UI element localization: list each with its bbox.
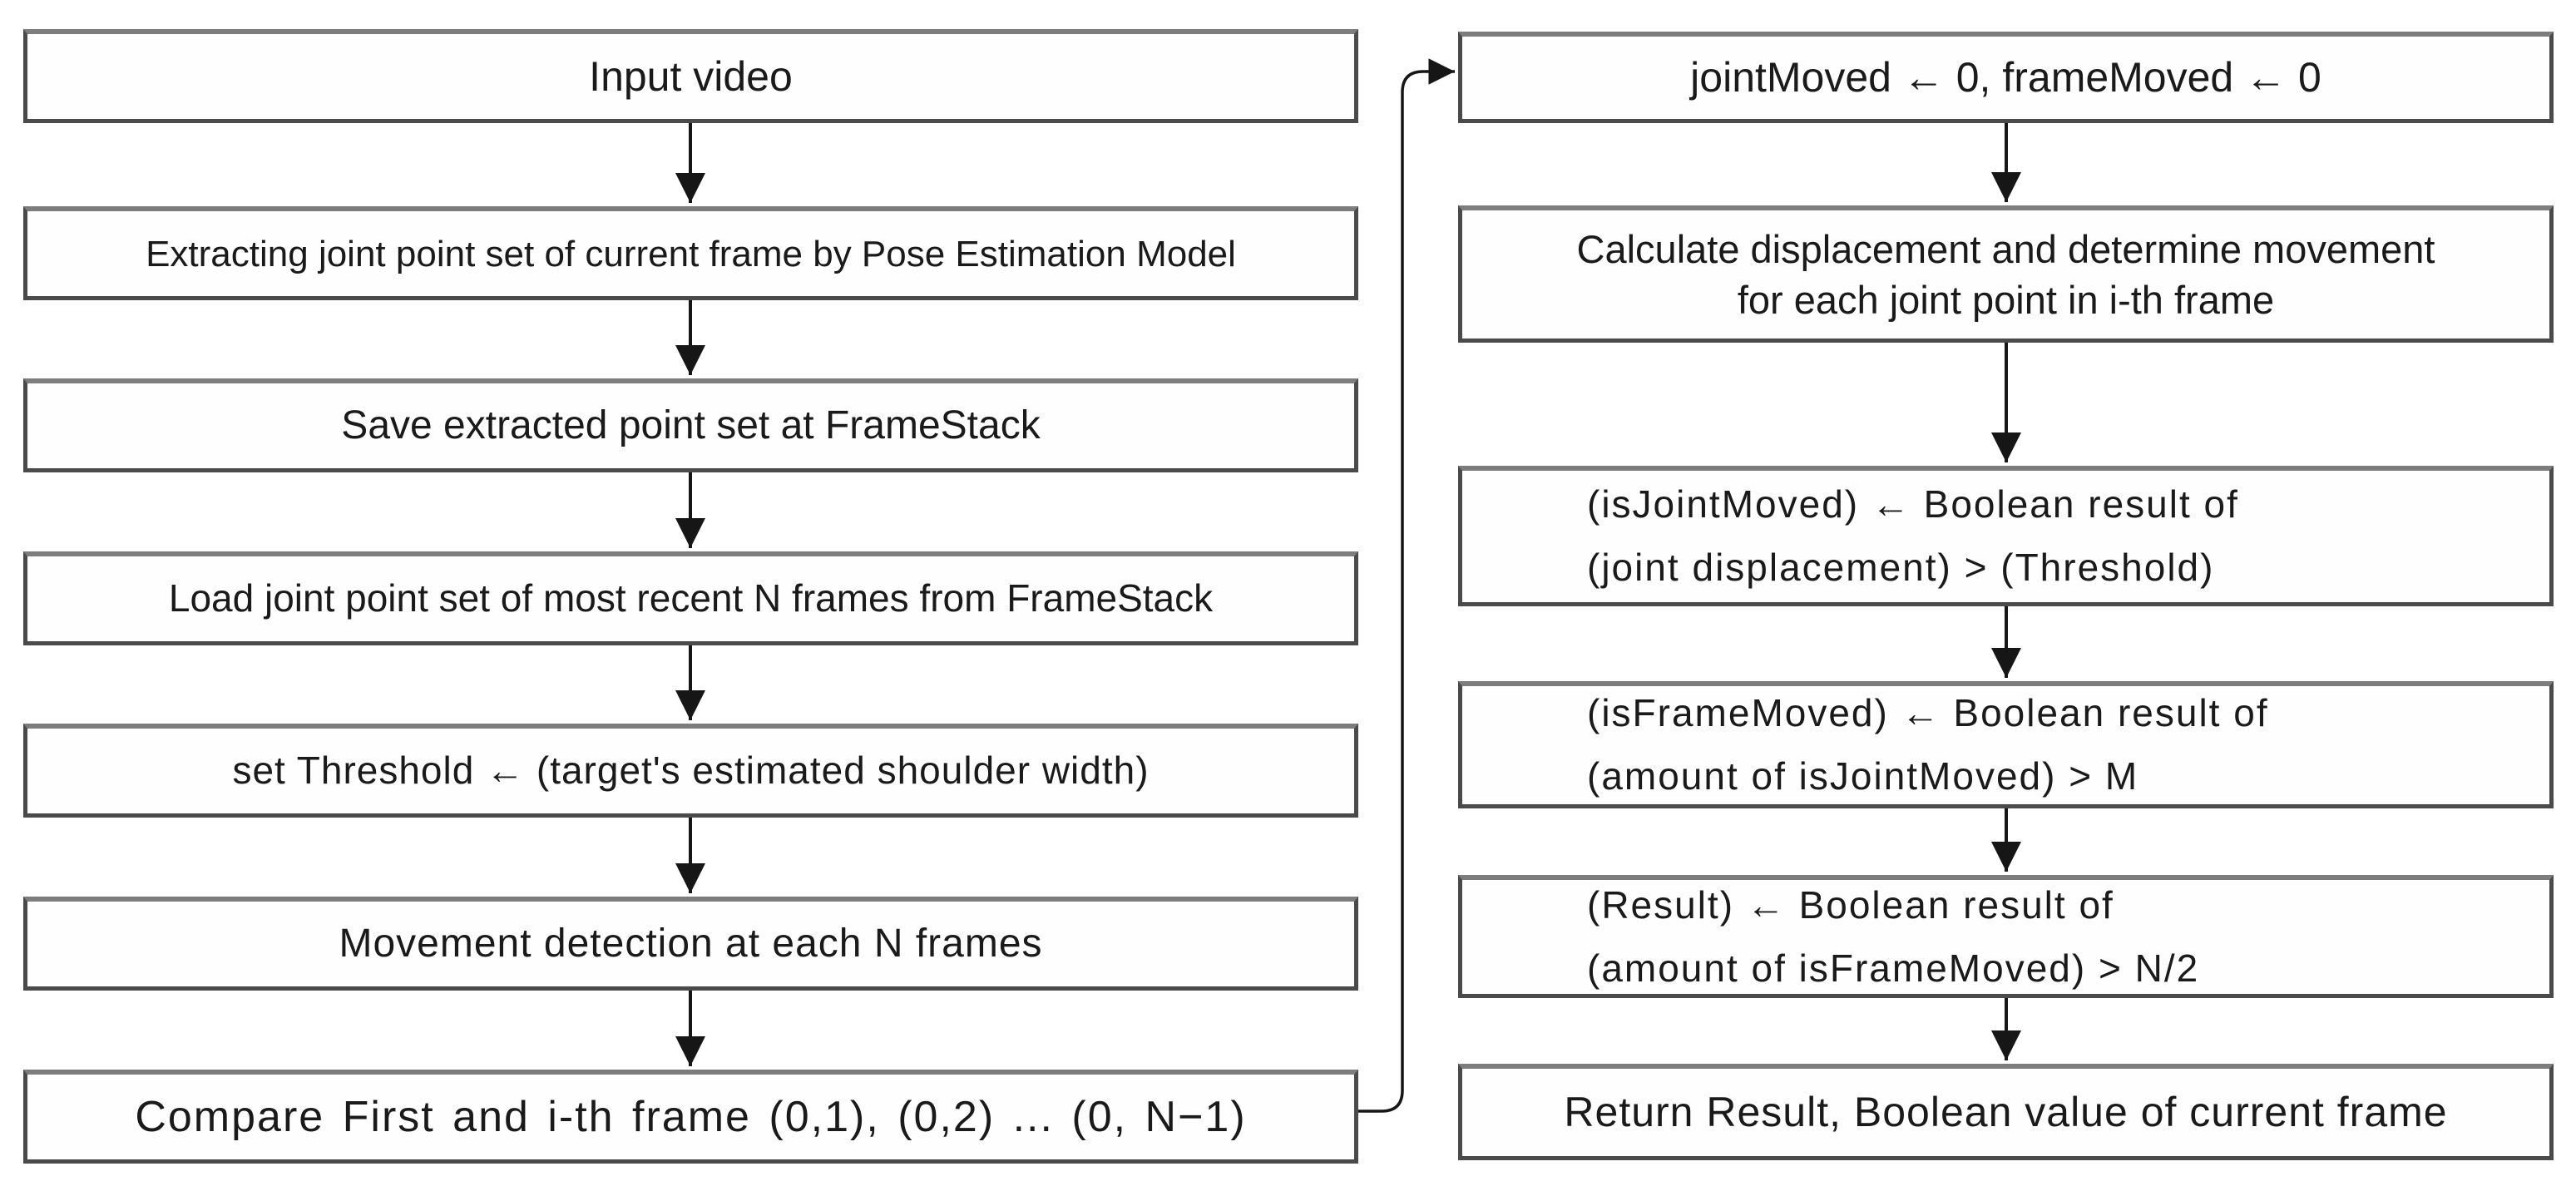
node-label-line2: (amount of isJointMoved) > M	[1587, 754, 2139, 798]
node-label: Movement detection at each N frames	[339, 922, 1043, 966]
node-label: Input video	[589, 52, 793, 100]
node-calc-displacement: Calculate displacement and determine mov…	[1458, 205, 2554, 343]
node-label-line2: (joint displacement) > (Threshold)	[1587, 546, 2215, 589]
node-return-result: Return Result, Boolean value of current …	[1458, 1064, 2554, 1160]
node-label-line1: (isJointMoved) ← Boolean result of	[1587, 482, 2239, 526]
node-label-line2: for each joint point in i-th frame	[1737, 278, 2275, 322]
node-label: set Threshold ← (target's estimated shou…	[232, 749, 1150, 793]
node-compare-frames: Compare First and i-th frame (0,1), (0,2…	[23, 1070, 1358, 1164]
node-extract-joint-points: Extracting joint point set of current fr…	[23, 206, 1358, 300]
node-movement-detection: Movement detection at each N frames	[23, 897, 1358, 991]
node-init-flags: jointMoved ← 0, frameMoved ← 0	[1458, 32, 2554, 123]
node-label: Load joint point set of most recent N fr…	[168, 576, 1214, 620]
node-load-point-set: Load joint point set of most recent N fr…	[23, 551, 1358, 645]
node-label-line1: (isFrameMoved) ← Boolean result of	[1587, 691, 2269, 735]
node-label: jointMoved ← 0, frameMoved ← 0	[1690, 54, 2321, 101]
node-label-line2: (amount of isFrameMoved) > N/2	[1587, 946, 2200, 990]
node-label-line1: (Result) ← Boolean result of	[1587, 882, 2114, 927]
node-label: Save extracted point set at FrameStack	[341, 403, 1041, 447]
node-compute-result: (Result) ← Boolean result of (amount of …	[1458, 875, 2554, 998]
node-save-point-set: Save extracted point set at FrameStack	[23, 378, 1358, 472]
node-is-joint-moved: (isJointMoved) ← Boolean result of (join…	[1458, 466, 2554, 606]
node-set-threshold: set Threshold ← (target's estimated shou…	[23, 724, 1358, 818]
node-label: Compare First and i-th frame (0,1), (0,2…	[135, 1092, 1247, 1141]
loop-connector-arrow	[1358, 58, 1455, 1113]
node-label: Return Result, Boolean value of current …	[1564, 1089, 2448, 1136]
node-label: Extracting joint point set of current fr…	[146, 233, 1236, 274]
node-is-frame-moved: (isFrameMoved) ← Boolean result of (amou…	[1458, 681, 2554, 808]
node-label-line1: Calculate displacement and determine mov…	[1576, 226, 2435, 271]
node-input-video: Input video	[23, 29, 1358, 123]
